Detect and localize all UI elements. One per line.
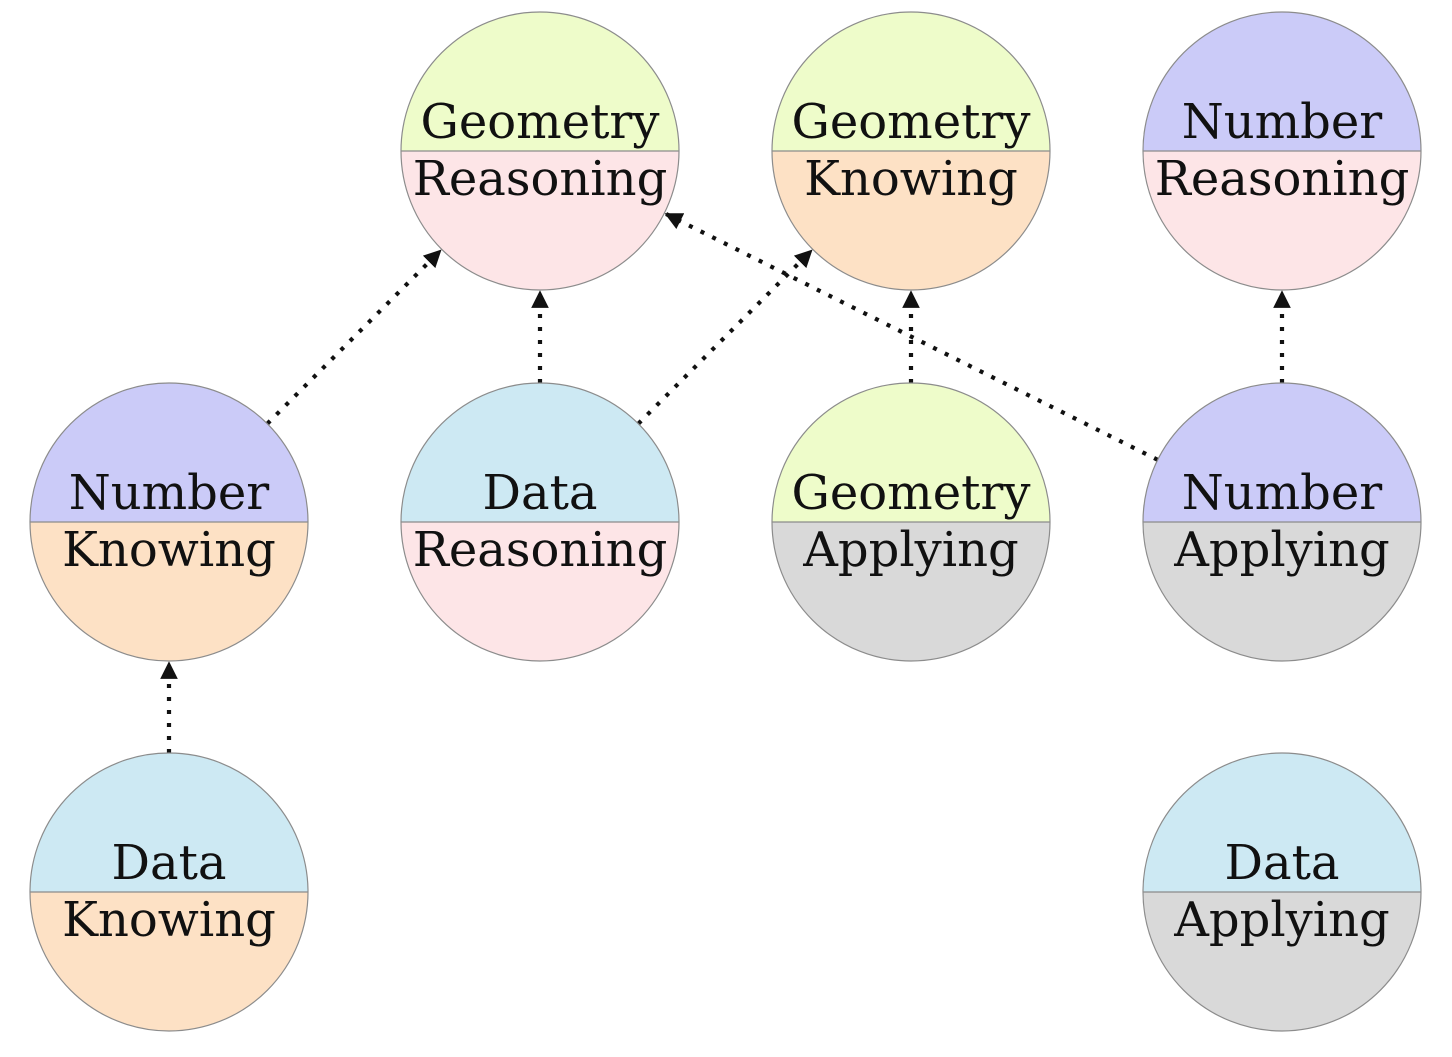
node-bottom-half [1143, 892, 1421, 1031]
edge-arrow-data-reasoning-to-geometry-knowing [636, 249, 813, 426]
node-outline [29, 752, 309, 1032]
node-top-half [772, 12, 1050, 151]
node-bottom-half [30, 522, 308, 661]
node-outline [400, 382, 680, 662]
node-top-label: Number [1182, 465, 1383, 521]
node-outline [400, 11, 680, 291]
node-outline [1142, 752, 1422, 1032]
nodes-layer: GeometryReasoningGeometryKnowingNumberRe… [29, 11, 1422, 1032]
node-outline [771, 382, 1051, 662]
node-bottom-label: Applying [802, 522, 1019, 578]
node-top-label: Geometry [421, 94, 660, 150]
node-bottom-label: Knowing [804, 151, 1018, 207]
node-bottom-half [1143, 522, 1421, 661]
node-outline [1142, 382, 1422, 662]
edges-layer [160, 212, 1291, 753]
node-bottom-label: Reasoning [413, 522, 668, 578]
node-top-label: Data [1224, 835, 1339, 891]
node-bottom-label: Reasoning [413, 151, 668, 207]
node-top-half [30, 753, 308, 892]
node-top-half [1143, 383, 1421, 522]
node-top-half [772, 383, 1050, 522]
node-outline [1142, 11, 1422, 291]
node-top-half [1143, 753, 1421, 892]
node-bottom-label: Applying [1173, 522, 1390, 578]
node-bottom-half [401, 522, 679, 661]
edge-arrow-number-knowing-to-geometry-reasoning [265, 249, 442, 426]
node-top-label: Number [69, 465, 270, 521]
node-top-label: Data [111, 835, 226, 891]
node-bottom-label: Knowing [62, 892, 276, 948]
node-top-half [1143, 12, 1421, 151]
edge-arrow-number-applying-to-geometry-reasoning [664, 212, 1159, 462]
node-outline [29, 382, 309, 662]
node-bottom-half [1143, 151, 1421, 290]
node-bottom-half [772, 522, 1050, 661]
node-top-label: Data [482, 465, 597, 521]
node-bottom-half [772, 151, 1050, 290]
node-outline [771, 11, 1051, 291]
node-top-half [30, 383, 308, 522]
node-bottom-label: Applying [1173, 892, 1390, 948]
node-top-half [401, 12, 679, 151]
node-top-label: Geometry [792, 465, 1031, 521]
node-top-label: Geometry [792, 94, 1031, 150]
node-bottom-half [30, 892, 308, 1031]
node-top-half [401, 383, 679, 522]
node-bottom-label: Knowing [62, 522, 276, 578]
node-bottom-half [401, 151, 679, 290]
node-top-label: Number [1182, 94, 1383, 150]
node-bottom-label: Reasoning [1155, 151, 1410, 207]
